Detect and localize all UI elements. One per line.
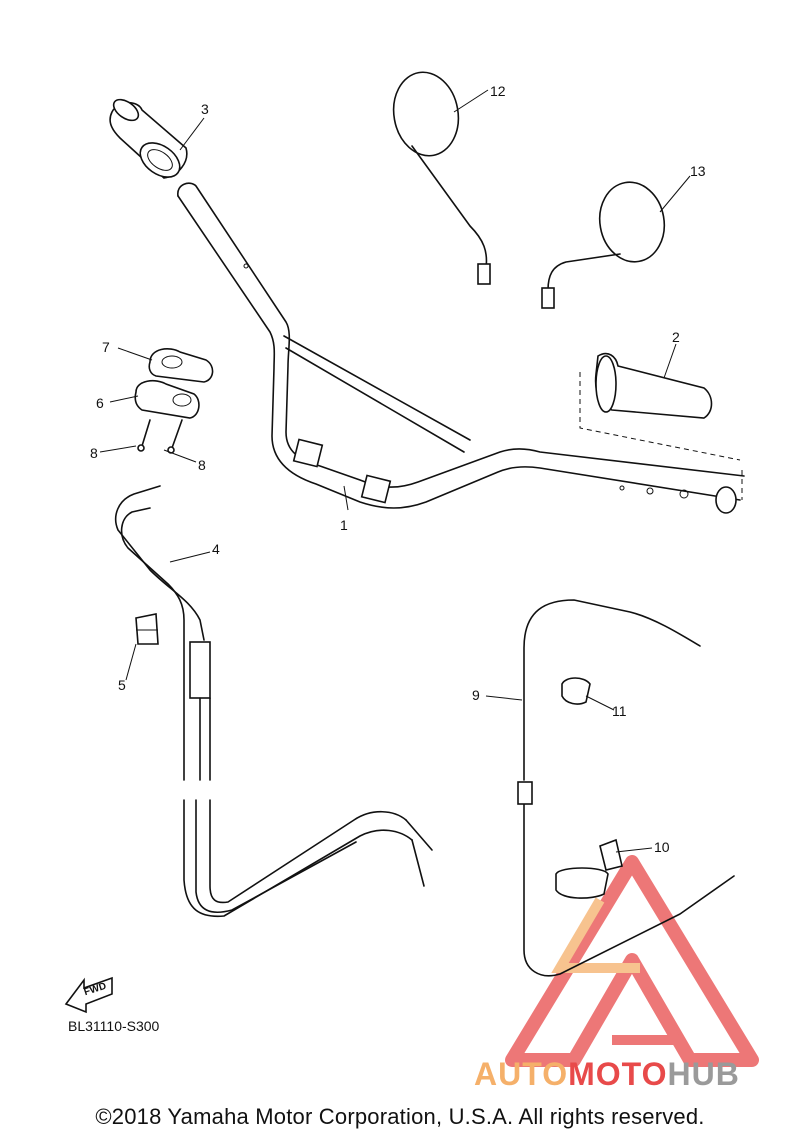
callout-9: 9 (472, 687, 480, 703)
cable-holder (555, 838, 623, 899)
watermark-part-auto: AUTO (474, 1056, 569, 1092)
clutch-cable (517, 599, 735, 977)
copyright-notice: ©2018 Yamaha Motor Corporation, U.S.A. A… (95, 1104, 705, 1129)
cable-clamp (135, 613, 159, 645)
callout-2: 2 (672, 329, 680, 345)
callout-1: 1 (340, 517, 348, 533)
leader-lines (99, 89, 691, 853)
forward-arrow-icon (64, 976, 113, 1014)
watermark-text: AUTOMOTOHUB (474, 1056, 740, 1093)
callout-5: 5 (118, 677, 126, 693)
mirror-left (392, 71, 491, 285)
handlebar-holder-lower (134, 379, 200, 419)
mirror-right (541, 181, 666, 309)
callout-7: 7 (102, 339, 110, 355)
handlebar-holder-upper (148, 348, 214, 383)
throttle-cable (114, 485, 433, 918)
callout-6: 6 (96, 395, 104, 411)
callout-11: 11 (612, 703, 627, 719)
callout-10: 10 (654, 839, 670, 855)
callout-4: 4 (212, 541, 220, 557)
callout-3: 3 (201, 101, 209, 117)
callout-12: 12 (490, 83, 506, 99)
watermark-part-hub: HUB (667, 1056, 740, 1092)
callout-8-right: 8 (198, 457, 206, 473)
grip-right (594, 352, 713, 419)
drawing-code: BL31110-S300 (68, 1018, 160, 1034)
bolts (137, 419, 183, 454)
cable-guide (561, 677, 591, 705)
watermark-logo-icon (505, 855, 759, 1067)
watermark-part-moto: MOTO (568, 1056, 668, 1092)
grip-left (109, 98, 188, 179)
callout-8-left: 8 (90, 445, 98, 461)
handlebar (177, 182, 745, 514)
callout-13: 13 (690, 163, 706, 179)
